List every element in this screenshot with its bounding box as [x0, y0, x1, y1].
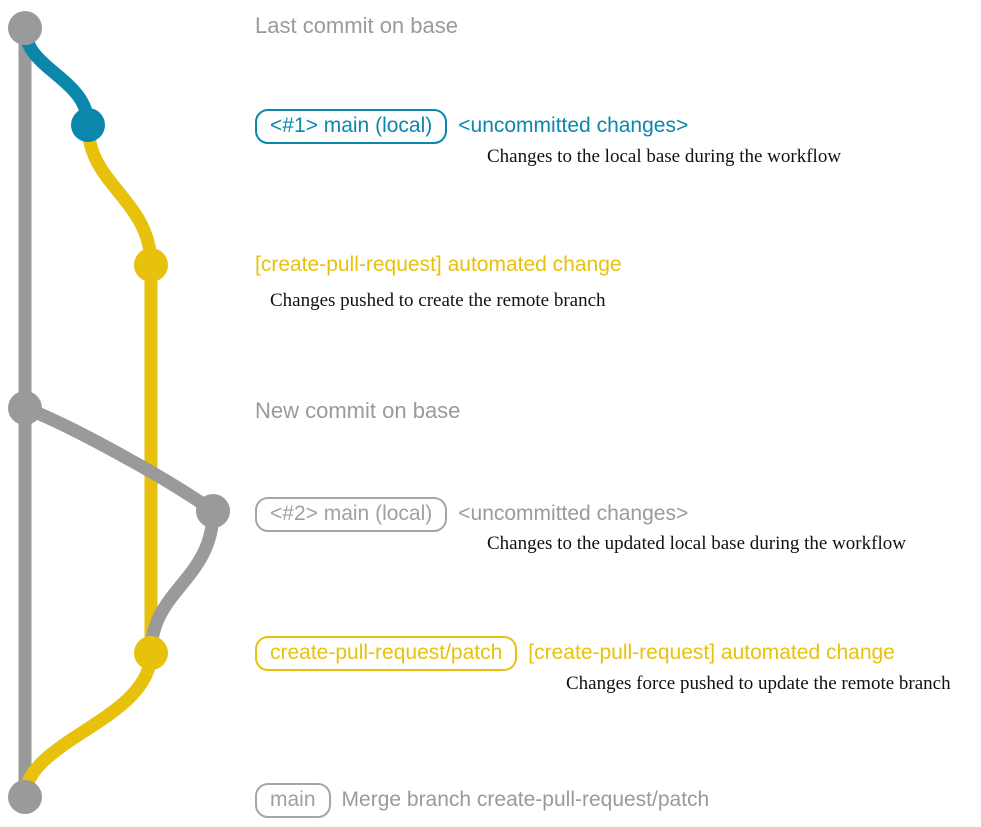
note-automated-change-2: Changes force pushed to update the remot… — [566, 673, 951, 694]
row-automated-change-1: [create-pull-request] automated change — [255, 253, 622, 277]
row-local-change-1: <#1> main (local) <uncommitted changes> — [255, 109, 688, 144]
graph-nodes — [8, 11, 230, 814]
subject-merge-branch: Merge branch create-pull-request/patch — [341, 788, 710, 811]
node-base-head — [8, 11, 42, 45]
badge-local-main-2[interactable]: <#2> main (local) — [255, 497, 448, 532]
label-last-commit-on-base: Last commit on base — [255, 13, 458, 38]
node-base-new — [8, 391, 42, 425]
subject-uncommitted-changes-2: <uncommitted changes> — [458, 502, 689, 525]
node-local-1 — [71, 108, 105, 142]
edge-local1-to-patch1 — [81, 118, 158, 272]
row-merge-commit: main Merge branch create-pull-request/pa… — [255, 783, 709, 818]
label-new-commit-on-base: New commit on base — [255, 398, 461, 423]
edge-basenew-to-local2 — [18, 401, 220, 518]
note-local-change-2: Changes to the updated local base during… — [487, 533, 906, 554]
badge-local-main-1[interactable]: <#1> main (local) — [255, 109, 448, 144]
badge-main[interactable]: main — [255, 783, 331, 818]
note-local-change-1: Changes to the local base during the wor… — [487, 146, 842, 167]
edge-local2-to-patch2 — [144, 504, 220, 660]
subject-uncommitted-changes-1: <uncommitted changes> — [458, 114, 689, 137]
row-automated-change-2: create-pull-request/patch [create-pull-r… — [255, 636, 895, 671]
node-patch-1 — [134, 248, 168, 282]
node-patch-2 — [134, 636, 168, 670]
subject-automated-change-2: [create-pull-request] automated change — [528, 641, 895, 664]
node-local-2 — [196, 494, 230, 528]
node-merge — [8, 780, 42, 814]
edge-base-to-local1 — [18, 21, 95, 132]
edge-patch2-to-merge — [18, 646, 158, 804]
note-automated-change-1: Changes pushed to create the remote bran… — [270, 290, 606, 311]
badge-create-pull-request-patch[interactable]: create-pull-request/patch — [255, 636, 518, 671]
subject-automated-change-1: [create-pull-request] automated change — [255, 253, 622, 276]
row-local-change-2: <#2> main (local) <uncommitted changes> — [255, 497, 688, 532]
